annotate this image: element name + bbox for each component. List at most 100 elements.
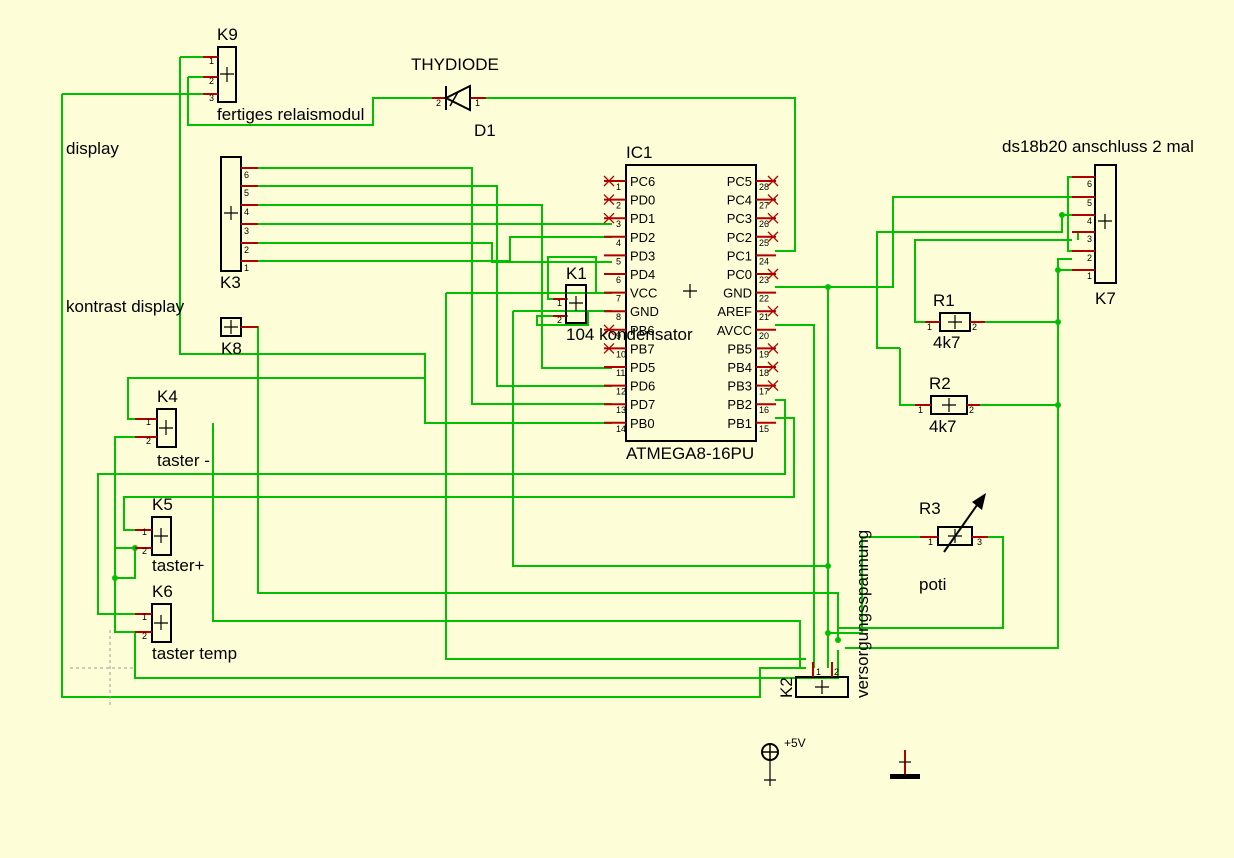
ic1-pin-number: 9: [616, 331, 621, 341]
k3-name: K3: [220, 273, 241, 292]
no-connect-mark: [767, 231, 779, 243]
k3-pin-5: 5: [244, 188, 249, 198]
ic1-pin-name: PC6: [630, 174, 655, 189]
k6-button: 1 2 K6 taster temp: [135, 582, 237, 663]
k2-supply-connector: 1 2 K2 versorgungsspannung: [777, 530, 872, 698]
ic1-pin-number: 23: [759, 275, 769, 285]
r1-resistor: 1 2 R1 4k7: [925, 291, 985, 352]
r3-value: poti: [919, 575, 946, 594]
ic1-pin-name: PB0: [630, 416, 655, 431]
ic1-pin-name: PB2: [727, 397, 752, 412]
k4-pin-2: 2: [146, 436, 151, 446]
k7-pin-6: 6: [1087, 179, 1092, 189]
ic1-pin-name: PB5: [727, 341, 752, 356]
ic1-pin-number: 19: [759, 349, 769, 359]
no-connect-mark: [767, 175, 779, 187]
k1-pin-1: 1: [557, 298, 562, 308]
no-connect-mark: [603, 175, 615, 187]
no-connect-mark: [767, 342, 779, 354]
d1-diode: 2 1 THYDIODE D1: [411, 55, 499, 140]
d1-pin-1: 1: [475, 98, 480, 108]
k3-pin-4: 4: [244, 207, 249, 217]
k2-name: K2: [777, 677, 796, 698]
k6-pin-2: 2: [142, 631, 147, 641]
no-connect-mark: [767, 361, 779, 373]
k9-pin-3: 3: [209, 93, 214, 103]
k4-pin-1: 1: [146, 417, 151, 427]
r3-pin-1: 1: [928, 537, 933, 547]
k2-pin-2: 2: [834, 667, 839, 677]
ic1-pin-number: 3: [616, 219, 621, 229]
k6-pin-1: 1: [142, 612, 147, 622]
ic1-pin-name: GND: [630, 304, 659, 319]
no-connect-mark: [603, 324, 615, 336]
r2-pin-1: 1: [918, 405, 923, 415]
ic1-pin-number: 26: [759, 219, 769, 229]
k6-name: K6: [152, 582, 173, 601]
ic1-pin-number: 15: [759, 424, 769, 434]
ic1-pin-name: PC3: [727, 211, 752, 226]
no-connect-mark: [603, 194, 615, 206]
k9-connector: 1 2 3 K9 fertiges relaismodul: [203, 25, 364, 124]
k5-pin-2: 2: [142, 546, 147, 556]
no-connect-mark: [767, 212, 779, 224]
ic1-pin-number: 17: [759, 387, 769, 397]
r3-pin-3: 3: [977, 537, 982, 547]
ic1-pin-name: GND: [723, 286, 752, 301]
ic1-pin-number: 11: [616, 368, 625, 378]
k7-pin-2: 2: [1087, 253, 1092, 263]
no-connect-mark: [767, 380, 779, 392]
k4-button: 1 2 K4 taster -: [135, 387, 210, 470]
ic1-pin-number: 1: [616, 182, 621, 192]
r1-pin-1: 1: [927, 322, 932, 332]
label-kontrast-display: kontrast display: [66, 297, 185, 316]
ic1-pin-name: PC1: [727, 248, 752, 263]
ic1-pin-number: 6: [616, 275, 621, 285]
ic1-pin-name: PC0: [727, 267, 752, 282]
ic1-pin-name: PB1: [727, 416, 752, 431]
ic1-pin-number: 13: [616, 405, 626, 415]
k3-pin-2: 2: [244, 245, 249, 255]
ic1-pin-name: PB4: [727, 360, 752, 375]
no-connect-mark: [603, 342, 615, 354]
k5-value: taster+: [152, 556, 205, 575]
ic1-pin-number: 2: [616, 201, 621, 211]
r1-name: R1: [933, 291, 955, 310]
ic1-pin-name: PD7: [630, 397, 655, 412]
k5-name: K5: [152, 495, 173, 514]
ic1-pin-name: PD6: [630, 379, 655, 394]
k2-pin-1: 1: [816, 667, 821, 677]
k1-value: 104 kondensator: [566, 325, 693, 344]
k1-name: K1: [566, 264, 587, 283]
ic1-pin-number: 25: [759, 238, 769, 248]
ic1-pin-name: PB3: [727, 379, 752, 394]
ic1-name: IC1: [626, 143, 652, 162]
k5-pin-1: 1: [142, 527, 147, 537]
vcc-symbol: +5V: [761, 736, 806, 786]
ic1-pin-number: 16: [759, 405, 769, 415]
ic1-pin-number: 22: [759, 294, 769, 304]
ic1-pin-number: 24: [759, 256, 769, 266]
ic1-pin-number: 12: [616, 387, 626, 397]
r3-potentiometer: 1 3 R3 poti: [919, 493, 988, 594]
r1-pin-2: 2: [972, 322, 977, 332]
no-connect-mark: [603, 212, 615, 224]
k4-value: taster -: [157, 451, 210, 470]
k3-connector: 6 5 4 3 2 1 K3: [220, 156, 258, 292]
ic1-pin-name: PD2: [630, 230, 655, 245]
ic1-pin-number: 8: [616, 312, 621, 322]
no-connect-mark: [767, 268, 779, 280]
vcc-label: +5V: [784, 736, 806, 750]
ic1-pin-number: 27: [759, 201, 769, 211]
ic1-pin-name: PD3: [630, 248, 655, 263]
d1-value: THYDIODE: [411, 55, 499, 74]
r1-value: 4k7: [933, 333, 960, 352]
k7-name: K7: [1095, 289, 1116, 308]
ic1-pin-number: 28: [759, 182, 769, 192]
ic1-pin-number: 7: [616, 294, 621, 304]
ic1-pin-name: PD4: [630, 267, 655, 282]
ic1-right-pins: 28PC527PC426PC325PC224PC123PC022GND21ARE…: [717, 174, 779, 434]
ic1-pin-number: 5: [616, 256, 621, 266]
